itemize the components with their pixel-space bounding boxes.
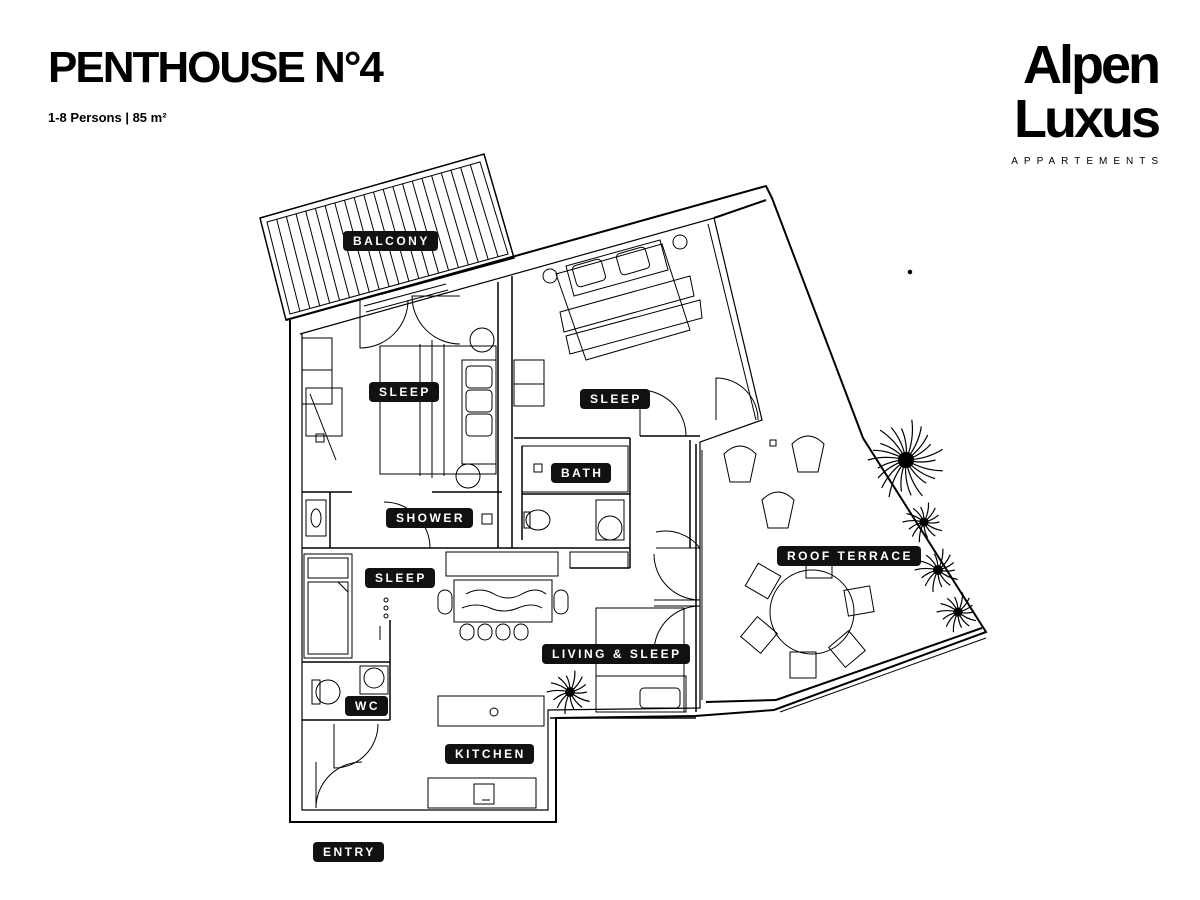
room-label-wc: WC xyxy=(345,696,388,716)
room-label-roof-terrace: ROOF TERRACE xyxy=(777,546,921,566)
palm-plant-icon xyxy=(936,592,977,633)
room-label-sleep-3: SLEEP xyxy=(365,568,435,588)
room-label-balcony: BALCONY xyxy=(343,231,438,251)
palm-plant-icon xyxy=(546,670,590,715)
palm-plant-icon xyxy=(867,419,943,498)
balcony-slat xyxy=(440,172,469,266)
room-label-shower: SHOWER xyxy=(386,508,473,528)
sleep-3-furniture xyxy=(303,553,389,659)
balcony-slat xyxy=(285,216,311,309)
room-label-entry: ENTRY xyxy=(313,842,384,862)
balcony-slat xyxy=(411,180,440,274)
balcony-slat xyxy=(314,208,341,301)
door-swings xyxy=(315,295,759,809)
plant-icons xyxy=(546,419,977,715)
windows xyxy=(363,223,757,700)
room-label-bath: BATH xyxy=(551,463,612,483)
terrace-furniture xyxy=(723,435,875,679)
balcony-slat xyxy=(305,210,331,304)
brand-logo: Alpen Luxus APPARTEMENTS xyxy=(1011,35,1161,167)
balcony-slat xyxy=(295,213,321,306)
bedroom-1-furniture xyxy=(301,327,497,489)
room-label-living-sleep: LIVING & SLEEP xyxy=(542,644,690,664)
balcony-slat xyxy=(431,175,459,268)
balcony-slat xyxy=(469,164,499,257)
page-title: PENTHOUSE N°4 xyxy=(48,43,384,92)
balcony-slat xyxy=(460,167,489,260)
bath-fixtures xyxy=(305,445,629,705)
capacity-size-subtitle: 1-8 Persons | 85 m² xyxy=(48,110,167,125)
room-label-sleep-1: SLEEP xyxy=(369,382,439,402)
room-label-sleep-2: SLEEP xyxy=(580,389,650,409)
bedroom-2-furniture xyxy=(513,234,777,447)
balcony-slat xyxy=(276,219,301,312)
room-label-kitchen: KITCHEN xyxy=(445,744,534,764)
balcony-slat xyxy=(421,178,450,271)
balcony-slat xyxy=(402,183,430,276)
brand-line-2: Luxus xyxy=(1013,89,1161,149)
balcony-slat xyxy=(450,170,479,263)
brand-line-1: Alpen xyxy=(1022,35,1161,95)
brand-tagline: APPARTEMENTS xyxy=(1011,156,1164,167)
outer-walls xyxy=(285,184,988,823)
map-dot xyxy=(907,269,913,275)
balcony-slat xyxy=(324,205,350,298)
palm-plant-icon xyxy=(902,502,943,543)
